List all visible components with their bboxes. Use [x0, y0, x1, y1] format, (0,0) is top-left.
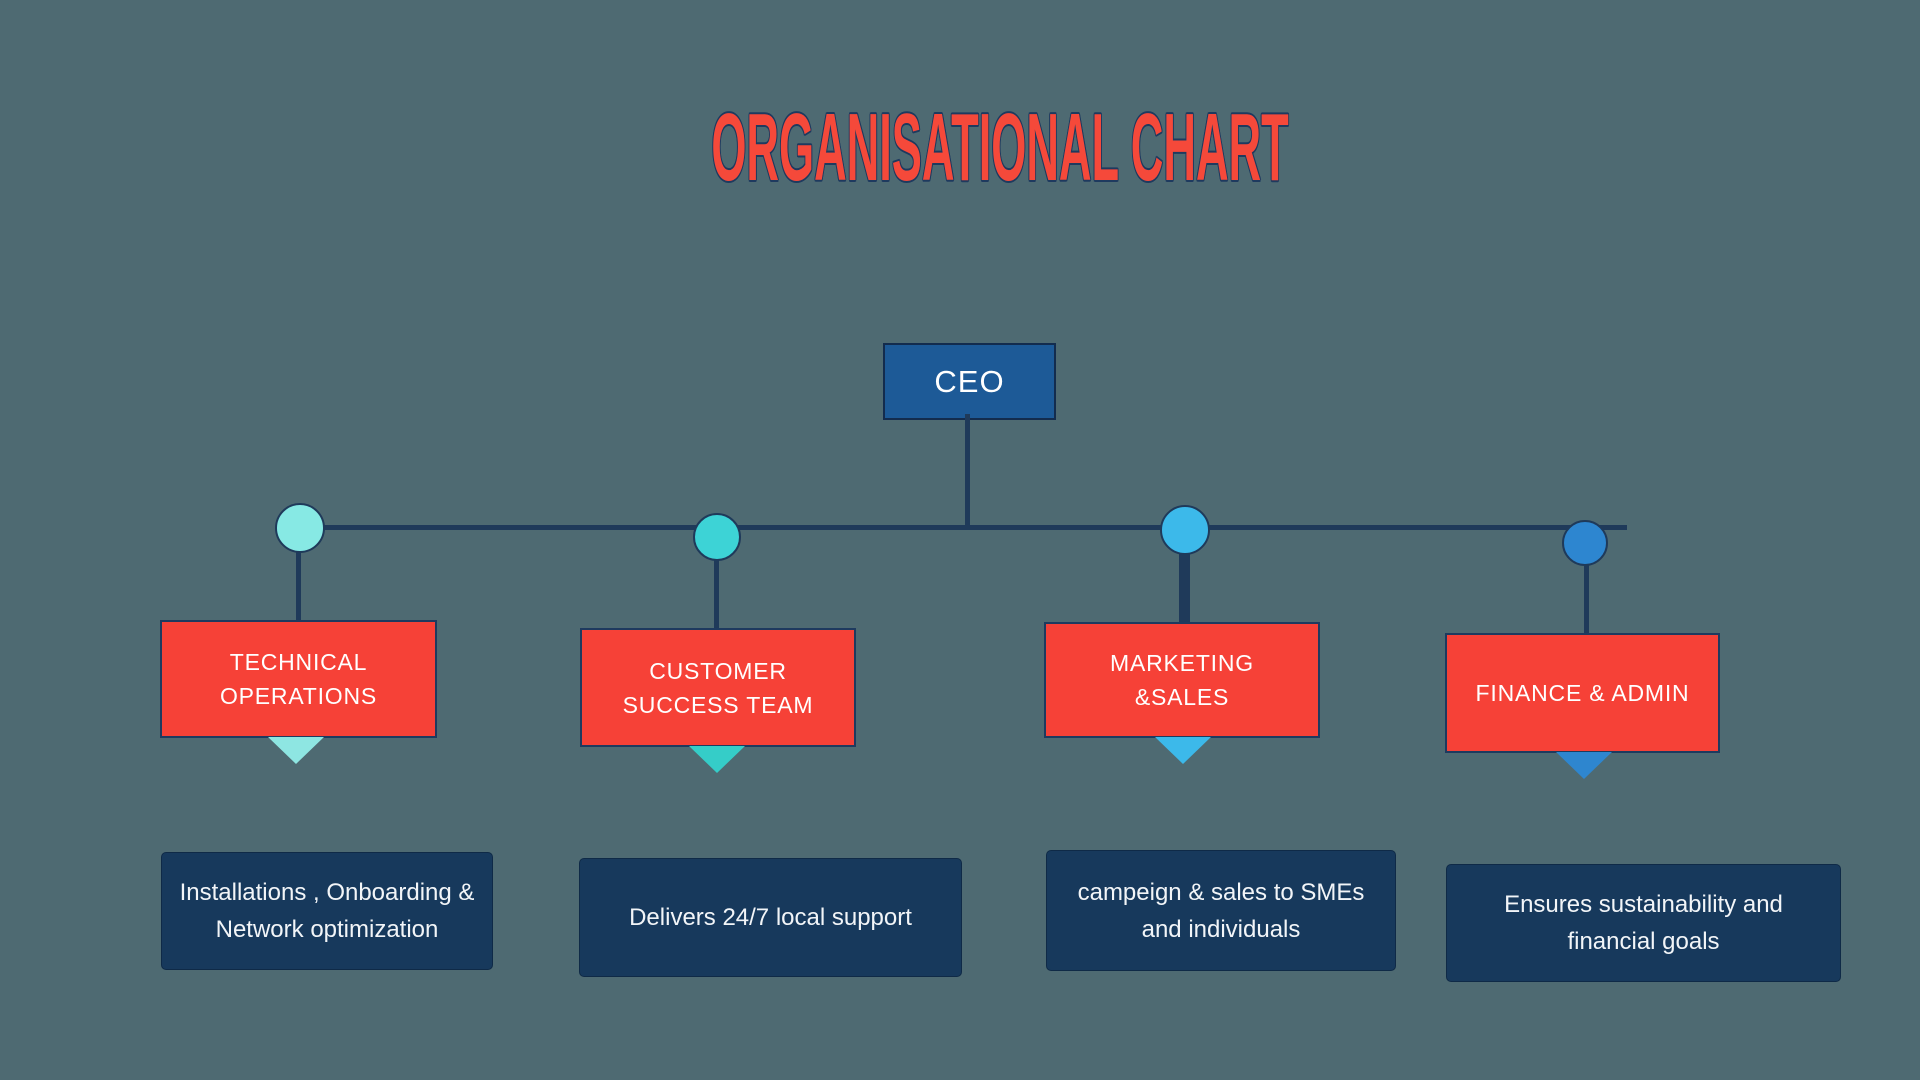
dept-box-marketing-sales: MARKETING &SALES	[1044, 622, 1320, 738]
ceo-node: CEO	[883, 343, 1056, 420]
desc-line: Installations , Onboarding &	[179, 879, 475, 906]
arrow-3	[1556, 752, 1612, 779]
dept-label-line: MARKETING	[1110, 650, 1254, 676]
dept-label-line: FINANCE & ADMIN	[1475, 680, 1690, 706]
page-title-wrap: ORGANISATIONAL CHART	[386, 100, 1614, 196]
dept-box-finance-admin: FINANCE & ADMIN	[1445, 633, 1720, 753]
connector-line-0	[296, 528, 301, 620]
connector-dot-1	[693, 513, 741, 561]
arrow-0	[268, 737, 324, 764]
connector-line-3	[1584, 543, 1589, 633]
desc-line: and individuals	[1141, 915, 1301, 943]
desc-box-marketing-sales: campeign & sales to SMEs and individuals	[1046, 850, 1396, 971]
connector-line-1	[714, 537, 719, 628]
desc-line: Delivers 24/7 local support	[629, 904, 912, 931]
arrow-1	[689, 746, 745, 773]
horizontal-connector-line	[298, 525, 1627, 530]
connector-line-2	[1179, 530, 1190, 623]
desc-line: Ensures sustainability and	[1504, 891, 1783, 918]
connector-dot-0	[275, 503, 325, 553]
dept-box-technical-operations: TECHNICAL OPERATIONS	[160, 620, 437, 738]
connector-dot-2	[1160, 505, 1210, 555]
dept-box-customer-success-team: CUSTOMER SUCCESS TEAM	[580, 628, 856, 747]
page-title: ORGANISATIONAL CHART	[711, 94, 1289, 201]
desc-box-technical-operations: Installations , Onboarding & Network opt…	[161, 852, 493, 970]
desc-line: financial goals	[1567, 928, 1720, 955]
connector-dot-3	[1562, 520, 1608, 566]
desc-box-finance-admin: Ensures sustainability and financial goa…	[1446, 864, 1841, 982]
dept-label-line: OPERATIONS	[219, 683, 378, 709]
dept-label-line: CUSTOMER	[649, 657, 787, 684]
desc-line: campeign & sales to SMEs	[1077, 878, 1365, 906]
dept-label-line: TECHNICAL	[229, 649, 368, 675]
desc-line: Network optimization	[215, 916, 439, 943]
ceo-connector-line	[965, 414, 970, 527]
dept-label-line: SUCCESS TEAM	[622, 691, 814, 718]
arrow-2	[1155, 737, 1211, 764]
desc-box-customer-success-team: Delivers 24/7 local support	[579, 858, 962, 977]
dept-label-line: &SALES	[1134, 684, 1230, 710]
